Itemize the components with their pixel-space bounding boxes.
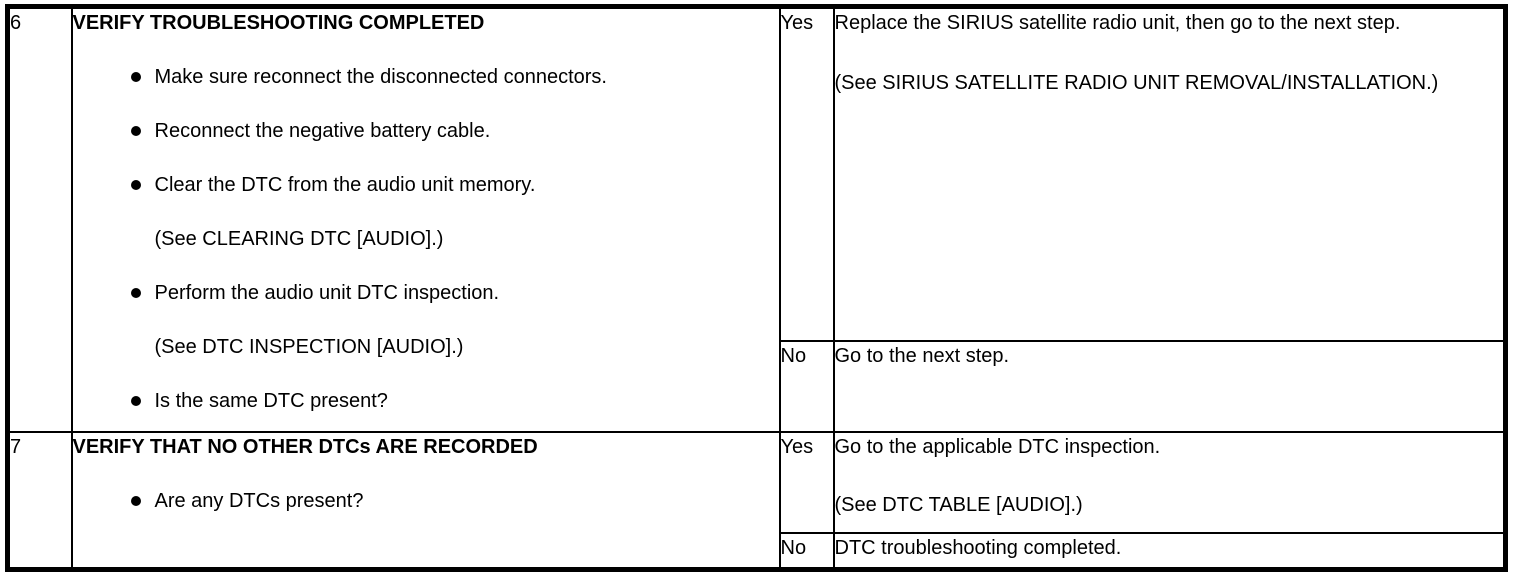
list-item: Make sure reconnect the disconnected con… [73,63,779,91]
inspection-title: VERIFY THAT NO OTHER DTCs ARE RECORDED [72,436,538,459]
result-label: No [780,345,807,368]
step-6-inspection-cell: VERIFY TROUBLESHOOTING COMPLETED Make su… [70,5,781,434]
see-reference: (See CLEARING DTC [AUDIO].) [154,228,444,250]
action-text: Go to the applicable DTC inspection. [834,436,1161,459]
list-item: Perform the audio unit DTC inspection. [73,279,779,307]
list-item-text: Perform the audio unit DTC inspection. [154,282,500,304]
list-item: Is the same DTC present? [73,387,779,415]
see-reference: (See DTC INSPECTION [AUDIO].) [154,336,464,358]
result-label: Yes [780,12,814,34]
bullet-icon [130,396,141,406]
step-7-no-action-cell: DTC troubleshooting completed. [832,532,1507,571]
step-7-yes-cell: Yes [778,431,835,535]
list-item-text: Is the same DTC present? [154,390,388,412]
see-reference: (See SIRIUS SATELLITE RADIO UNIT REMOVAL… [834,72,1439,94]
bullet-icon [130,72,141,82]
bullet-icon [130,288,141,298]
bullet-icon [130,496,141,507]
list-item-text: Are any DTCs present? [154,490,364,513]
list-item: Reconnect the negative battery cable. [73,117,779,145]
see-reference: (See DTC TABLE [AUDIO].) [834,494,1083,517]
step-7-number-cell: 7 [6,431,73,571]
result-label: No [780,537,807,560]
action-text: DTC troubleshooting completed. [834,537,1122,560]
step-number: 7 [10,436,22,459]
step-7-no-cell: No [778,532,835,571]
step-6-yes-cell: Yes [778,5,835,343]
dtc-troubleshooting-table: 6 VERIFY TROUBLESHOOTING COMPLETED Make … [5,4,1508,572]
action-text: Replace the SIRIUS satellite radio unit,… [834,12,1401,34]
step-7-yes-action-cell: Go to the applicable DTC inspection. (Se… [832,431,1507,535]
list-item-text: Make sure reconnect the disconnected con… [154,66,607,88]
action-text: Go to the next step. [834,345,1010,368]
bullet-icon [130,180,141,190]
inspection-title: VERIFY TROUBLESHOOTING COMPLETED [72,12,485,34]
list-item: Clear the DTC from the audio unit memory… [73,171,779,199]
step-6-yes-action-cell: Replace the SIRIUS satellite radio unit,… [832,5,1507,343]
result-label: Yes [780,436,814,459]
step-6-number-cell: 6 [6,5,73,434]
step-7-inspection-cell: VERIFY THAT NO OTHER DTCs ARE RECORDED A… [70,431,781,571]
list-item: Are any DTCs present? [73,487,779,515]
bullet-icon [130,126,141,136]
list-item-text: Clear the DTC from the audio unit memory… [154,174,536,196]
list-item-text: Reconnect the negative battery cable. [154,120,491,142]
step-number: 6 [10,12,22,34]
step-6-no-action-cell: Go to the next step. [832,340,1507,434]
step-6-no-cell: No [778,340,835,434]
